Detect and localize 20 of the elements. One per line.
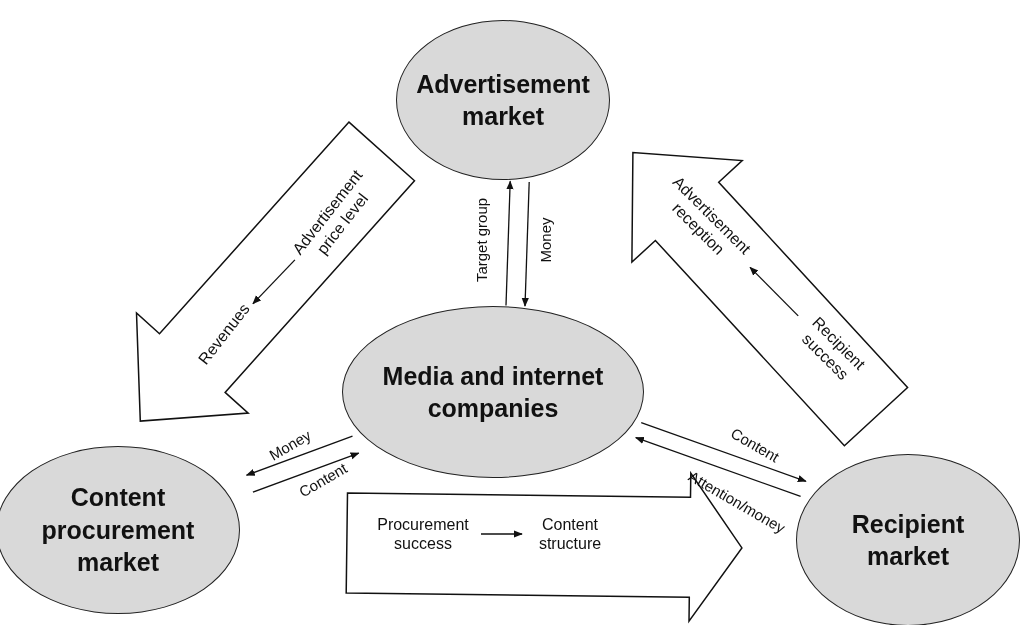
node-title: Advertisement market bbox=[415, 68, 591, 132]
arrow bbox=[480, 530, 523, 538]
arrow bbox=[634, 436, 802, 498]
node-title: Recipient market bbox=[850, 508, 966, 572]
arrow bbox=[505, 180, 514, 307]
arrow bbox=[245, 435, 354, 476]
node-title: Content procurement market bbox=[40, 482, 196, 579]
arrow bbox=[521, 181, 530, 307]
block-arrow bbox=[135, 121, 416, 422]
arrow bbox=[252, 259, 296, 305]
edge-label: Target group bbox=[473, 197, 491, 283]
flow-text: Procurement success bbox=[363, 514, 483, 554]
arrow bbox=[640, 421, 807, 482]
flow-text: Content structure bbox=[520, 514, 620, 554]
arrow bbox=[749, 266, 799, 317]
arrow bbox=[252, 452, 360, 493]
node-title: Media and internet companies bbox=[381, 360, 605, 424]
block-arrow bbox=[345, 470, 743, 624]
block-arrow bbox=[631, 151, 909, 447]
edge-label: Money bbox=[537, 217, 555, 263]
